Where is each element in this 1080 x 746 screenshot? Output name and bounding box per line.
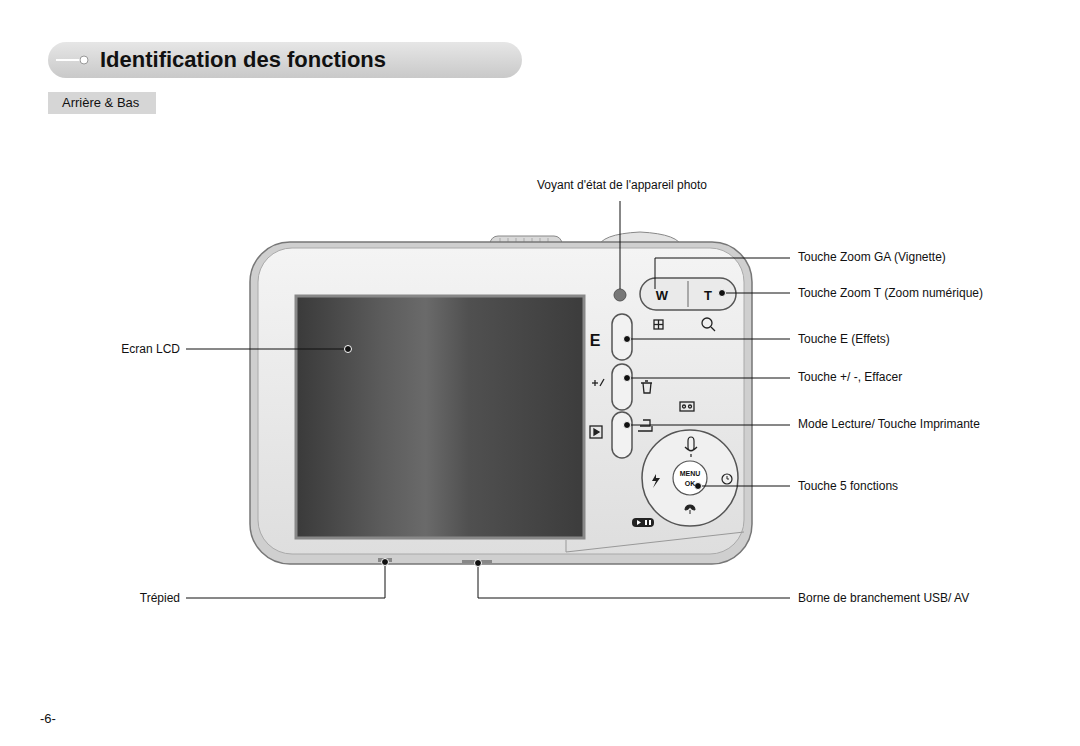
- callout-label: Ecran LCD: [121, 343, 180, 355]
- callout-label: Mode Lecture/ Touche Imprimante: [798, 418, 980, 430]
- button-letter: E: [590, 333, 601, 349]
- side-buttons: [612, 314, 632, 458]
- leader-dots: [345, 290, 726, 567]
- button-letter: W: [656, 289, 668, 302]
- button-letter: T: [704, 289, 712, 302]
- button-letter: MENU: [680, 470, 701, 477]
- callout-label: Touche Zoom GA (Vignette): [798, 251, 946, 263]
- callout-label: Borne de branchement USB/ AV: [798, 592, 969, 604]
- callout-label: Trépied: [140, 592, 180, 604]
- callout-label: Touche E (Effets): [798, 333, 890, 345]
- section-tab: Arrière & Bas: [48, 92, 156, 114]
- callout-label: Touche Zoom T (Zoom numérique): [798, 287, 983, 299]
- section-label: Arrière & Bas: [62, 95, 140, 110]
- zoom-rocker: [640, 278, 736, 310]
- callout-label: Touche +/ -, Effacer: [798, 371, 902, 383]
- page-number: -6-: [40, 712, 56, 725]
- callout-label: Voyant d'état de l'appareil photo: [537, 179, 707, 191]
- leader-lines: [186, 201, 790, 598]
- button-letter: OK: [685, 480, 696, 487]
- page-title: Identification des fonctions: [100, 47, 386, 72]
- header-bar: [48, 42, 522, 78]
- callout-label: Touche 5 fonctions: [798, 480, 898, 492]
- status-light: [614, 289, 626, 301]
- camera-body: [250, 242, 752, 564]
- five-function-pad: [632, 430, 738, 527]
